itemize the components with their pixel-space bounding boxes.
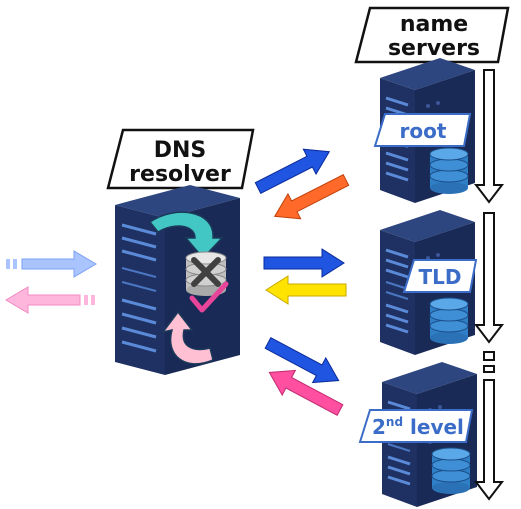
- cache-store-check-icon: [189, 281, 229, 313]
- name-servers-label: name servers: [354, 6, 510, 64]
- cache-lookup-arrow-icon: [148, 211, 224, 260]
- hierarchy-arrow-root-to-tld: [473, 69, 505, 204]
- resolver-label: DNS resolver: [106, 128, 255, 190]
- resolver-label-line1: DNS: [154, 138, 207, 163]
- response-tld-arrow: [265, 275, 347, 305]
- cache-miss-x-icon: [191, 257, 221, 287]
- root-label-text: root: [400, 119, 447, 143]
- tld-server-label: TLD: [402, 259, 478, 293]
- query-tld-arrow: [263, 248, 345, 278]
- hierarchy-arrow-second-level-down: [473, 379, 505, 501]
- cache-store-arrow-icon: [161, 310, 214, 365]
- second-level-label-text: 2nd level: [372, 415, 464, 439]
- hierarchy-arrow-tld-to-second-level: [473, 212, 505, 344]
- client-query-arrow: [6, 250, 97, 278]
- second-level-server-label: 2nd level: [358, 409, 474, 443]
- name-servers-label-line2: servers: [388, 36, 480, 61]
- resolver-label-line2: resolver: [129, 162, 231, 187]
- root-server-label: root: [373, 113, 472, 147]
- tld-label-text: TLD: [419, 265, 462, 289]
- hierarchy-gap-mark-2: [483, 365, 495, 373]
- name-servers-label-line1: name: [400, 12, 468, 37]
- hierarchy-gap-mark-1: [483, 351, 495, 361]
- client-response-arrow: [5, 286, 95, 314]
